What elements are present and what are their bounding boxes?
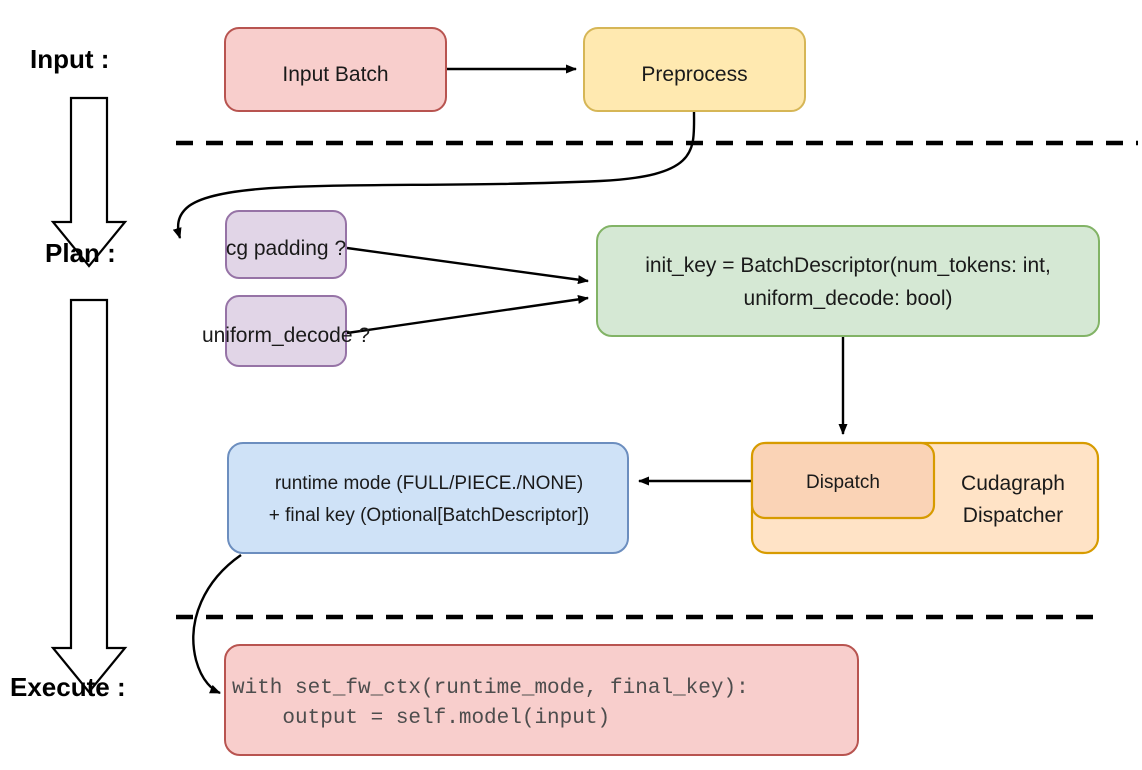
node-cg-padding-box [225, 210, 347, 279]
stage-label-input: Input : [30, 44, 109, 74]
node-execute-code[interactable]: with set_fw_ctx(runtime_mode, final_key)… [224, 644, 859, 756]
node-runtime-mode-line2: + final key (Optional[BatchDescriptor]) [269, 505, 590, 526]
stage-arrow-input-to-plan [50, 96, 128, 268]
node-runtime-mode-line1: runtime mode (FULL/PIECE./NONE) [275, 473, 583, 494]
edge-runtime-mode-to-execute [192, 554, 242, 695]
node-preprocess[interactable]: Preprocess [583, 27, 806, 112]
node-init-key-line2: uniform_decode: bool) [744, 287, 953, 310]
stage-label-execute: Execute : [10, 672, 126, 702]
node-cg-padding-label: cg padding ? [226, 237, 346, 260]
node-dispatch-box [750, 441, 936, 520]
node-cg-padding[interactable]: cg padding ? [225, 210, 347, 279]
node-execute-code-box [224, 644, 859, 756]
edge-uniform-decode-to-init-key [346, 294, 589, 335]
edge-preprocess-to-plan [172, 110, 696, 239]
node-init-key-line1: init_key = BatchDescriptor(num_tokens: i… [645, 254, 1051, 277]
node-input-batch-box [224, 27, 447, 112]
node-runtime-mode[interactable]: runtime mode (FULL/PIECE./NONE) + final … [227, 442, 629, 554]
node-dispatch-label: Dispatch [806, 472, 880, 493]
stage-arrow-plan-to-execute [50, 298, 128, 694]
node-uniform-decode-box [225, 295, 347, 367]
node-dispatch[interactable]: Dispatch [750, 441, 936, 520]
node-preprocess-box [583, 27, 806, 112]
node-preprocess-label: Preprocess [641, 63, 747, 86]
edge-cg-padding-to-init-key [346, 246, 589, 285]
stage-label-plan: Plan : [45, 238, 116, 268]
node-cudagraph-dispatcher-line2: Dispatcher [963, 504, 1063, 527]
node-uniform-decode-label: uniform_decode ? [202, 324, 370, 347]
node-input-batch[interactable]: Input Batch [224, 27, 447, 112]
node-execute-code-line1: with set_fw_ctx(runtime_mode, final_key)… [232, 677, 749, 700]
node-execute-code-line2: output = self.model(input) [232, 707, 610, 730]
node-runtime-mode-box [227, 442, 629, 554]
node-cudagraph-dispatcher-line1: Cudagraph [961, 472, 1065, 495]
node-init-key[interactable]: init_key = BatchDescriptor(num_tokens: i… [596, 225, 1100, 337]
node-input-batch-label: Input Batch [282, 63, 388, 86]
node-init-key-box [596, 225, 1100, 337]
node-uniform-decode[interactable]: uniform_decode ? [202, 295, 370, 367]
